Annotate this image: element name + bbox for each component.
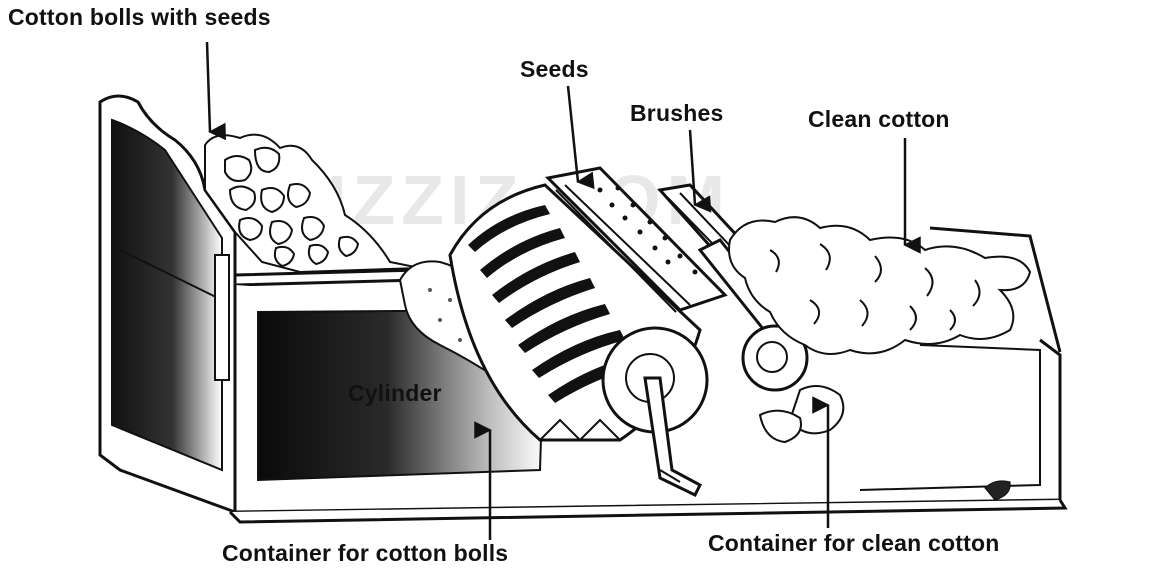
label-clean-cotton: Clean cotton — [808, 106, 950, 133]
arrow-cotton-bolls — [207, 42, 210, 132]
label-cylinder: Cylinder — [348, 380, 442, 407]
arrow-seeds — [568, 86, 578, 182]
label-seeds: Seeds — [520, 56, 589, 83]
label-container-for-cotton-bolls: Container for cotton bolls — [222, 540, 508, 567]
label-container-for-clean-cotton: Container for clean cotton — [708, 530, 999, 557]
cotton-bolls-pile — [205, 135, 420, 272]
label-cotton-bolls-with-seeds: Cotton bolls with seeds — [8, 4, 271, 31]
label-brushes: Brushes — [630, 100, 723, 127]
